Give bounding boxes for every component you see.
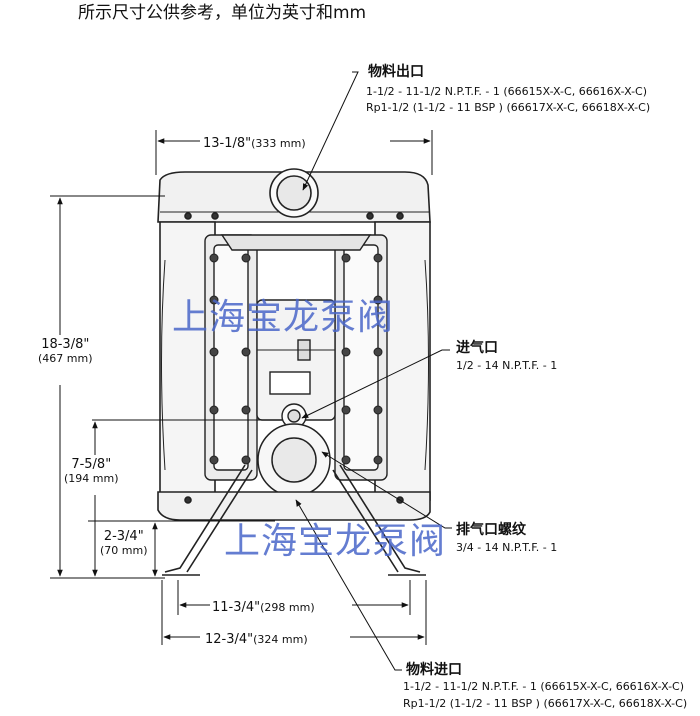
air-inlet-port bbox=[281, 403, 307, 429]
dim-base-height: 2-3/4" (70 mm) bbox=[100, 529, 148, 557]
outlet-title: 物料出口 bbox=[368, 64, 424, 80]
dimension-lines bbox=[50, 130, 433, 645]
header-note-cn: 所示尺寸公供参考，单位为英寸和 bbox=[78, 3, 333, 23]
air-inlet-line1: 1/2 - 14 N.P.T.F. - 1 bbox=[456, 359, 558, 372]
inlet-line1: 1-1/2 - 11-1/2 N.P.T.F. - 1 (66615X-X-C,… bbox=[403, 680, 685, 693]
inlet-title: 物料进口 bbox=[406, 662, 462, 678]
air-center-section bbox=[220, 234, 372, 421]
dim-air-height: 7-5/8" (194 mm) bbox=[64, 457, 119, 485]
leader-lines bbox=[295, 71, 452, 671]
dim-foot-outer: 12-3/4"(324 mm) bbox=[205, 632, 308, 647]
watermark-lower: 上海宝龙泵阀 bbox=[224, 521, 447, 562]
outlet-line1: 1-1/2 - 11-1/2 N.P.T.F. - 1 (66615X-X-C,… bbox=[366, 85, 648, 98]
header-note-unit: mm bbox=[333, 3, 367, 23]
inlet-line2: Rp1-1/2 (1-1/2 - 11 BSP ) (66617X-X-C, 6… bbox=[403, 697, 688, 710]
exhaust-title: 排气口螺纹 bbox=[456, 522, 526, 538]
dim-top-width: 13-1/8"(333 mm) bbox=[203, 136, 306, 151]
outlet-line2: Rp1-1/2 (1-1/2 - 11 BSP ) (66617X-X-C, 6… bbox=[366, 101, 651, 114]
air-inlet-title: 进气口 bbox=[456, 340, 498, 356]
dim-total-height: 18-3/8" (467 mm) bbox=[38, 337, 93, 365]
right-clamp bbox=[334, 234, 388, 481]
inlet-elbow bbox=[257, 423, 331, 497]
outlet-port bbox=[269, 168, 319, 218]
exhaust-line1: 3/4 - 14 N.P.T.F. - 1 bbox=[456, 541, 558, 554]
dim-foot-inner: 11-3/4"(298 mm) bbox=[212, 600, 315, 615]
clamp-bolts bbox=[209, 253, 383, 465]
header-note: 所示尺寸公供参考，单位为英寸和mm bbox=[78, 3, 367, 24]
left-clamp bbox=[204, 234, 258, 481]
watermark-upper: 上海宝龙泵阀 bbox=[172, 297, 395, 338]
